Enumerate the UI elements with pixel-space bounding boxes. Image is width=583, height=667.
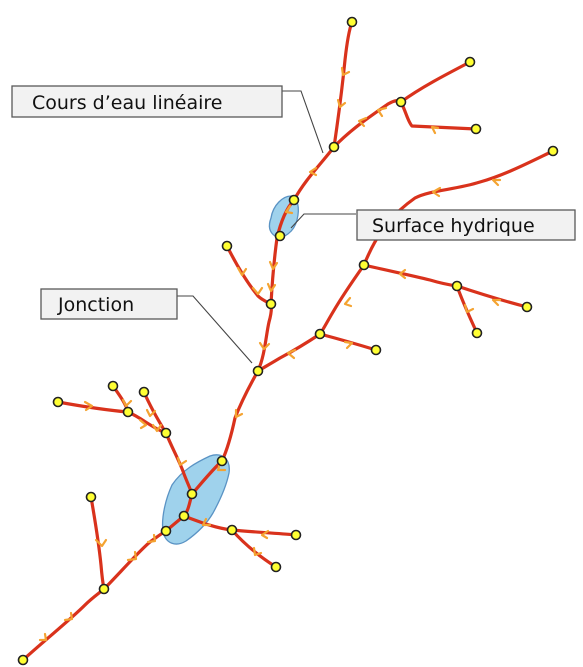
junction-node-icon bbox=[186, 488, 198, 500]
watercourse-right-long bbox=[362, 149, 555, 267]
junction-node-icon bbox=[346, 16, 358, 28]
flow-arrows bbox=[38, 66, 502, 642]
junction-node-icon bbox=[178, 510, 190, 522]
label-box bbox=[40, 288, 178, 320]
leader-lines bbox=[177, 90, 356, 364]
flow-arrow-icon bbox=[284, 204, 294, 215]
flow-arrow-icon bbox=[94, 538, 108, 548]
flow-arrow-icon bbox=[431, 186, 442, 198]
junction-node-icon bbox=[17, 654, 29, 666]
junction-node-icon bbox=[122, 406, 134, 418]
junction-node-icon bbox=[252, 365, 264, 377]
flow-arrow-icon bbox=[268, 260, 279, 271]
junction-node-icon bbox=[451, 280, 463, 292]
watercourse-upper-right bbox=[399, 100, 478, 131]
flow-arrow-icon bbox=[308, 166, 318, 177]
junction-node-icon bbox=[98, 583, 110, 595]
flow-arrow-icon bbox=[343, 296, 353, 308]
junction-node-icon bbox=[138, 386, 150, 398]
junction-node-icon bbox=[270, 561, 282, 573]
junction-node-icon bbox=[288, 194, 300, 206]
flow-arrow-icon bbox=[398, 268, 407, 280]
junction-node-icon bbox=[471, 327, 483, 339]
callout-water-surface: Surface hydrique bbox=[356, 209, 576, 241]
leader-water-surface bbox=[290, 213, 356, 229]
flow-arrow-icon bbox=[234, 408, 244, 419]
flow-arrow-icon bbox=[260, 529, 270, 540]
junction-node-icon bbox=[521, 301, 533, 313]
flow-arrow-icon bbox=[491, 178, 502, 187]
label-linear-watercourse: Cours d’eau linéaire bbox=[32, 92, 223, 114]
junction-node-icon bbox=[274, 230, 286, 242]
junction-node-icon bbox=[370, 344, 382, 356]
flow-arrow-icon bbox=[176, 456, 188, 467]
flow-arrow-icon bbox=[151, 423, 163, 433]
junction-node-icon bbox=[265, 298, 277, 310]
flow-arrow-icon bbox=[336, 98, 347, 109]
watercourses bbox=[21, 20, 555, 662]
flow-arrow-icon bbox=[126, 550, 138, 562]
junction-node-icon bbox=[328, 141, 340, 153]
junction-node-icon bbox=[547, 145, 559, 157]
flow-arrow-icon bbox=[376, 106, 388, 118]
watercourse-right-branch bbox=[362, 263, 529, 309]
leader-linear-watercourse bbox=[281, 90, 324, 154]
flow-arrow-icon bbox=[430, 125, 440, 135]
junction-node-icon bbox=[395, 96, 407, 108]
junction-node-icon bbox=[290, 529, 302, 541]
junction-node-icon bbox=[314, 328, 326, 340]
label-box bbox=[356, 209, 576, 241]
flow-arrow-icon bbox=[251, 286, 264, 296]
junction-node-icon bbox=[358, 259, 370, 271]
flow-arrow-icon bbox=[463, 303, 475, 314]
leader-junction bbox=[177, 295, 253, 364]
flow-arrow-icon bbox=[138, 418, 148, 430]
callout-junction: Jonction bbox=[40, 288, 178, 320]
flow-arrow-icon bbox=[258, 341, 271, 351]
flow-arrow-icon bbox=[201, 517, 212, 527]
flow-arrow-icon bbox=[343, 340, 354, 350]
flow-arrow-icon bbox=[145, 408, 157, 418]
label-junction: Jonction bbox=[57, 294, 134, 316]
junction-node-icon bbox=[470, 123, 482, 135]
flow-arrow-icon bbox=[38, 632, 48, 642]
watercourse-top bbox=[332, 20, 354, 149]
flow-arrow-icon bbox=[286, 348, 297, 360]
watercourse-main bbox=[21, 60, 472, 662]
label-box bbox=[11, 85, 283, 118]
flow-arrow-icon bbox=[340, 66, 351, 77]
flow-arrow-icon bbox=[146, 533, 157, 544]
flow-arrow-icon bbox=[83, 400, 94, 412]
junction-node-icon bbox=[216, 455, 228, 467]
junction-node-icon bbox=[221, 240, 233, 252]
flow-arrow-icon bbox=[121, 398, 133, 408]
junction-node-icon bbox=[464, 56, 476, 68]
junction-node-icon bbox=[85, 491, 97, 503]
flow-arrow-icon bbox=[63, 611, 74, 622]
watercourse-lower-left bbox=[89, 495, 106, 591]
watercourse-left-c bbox=[164, 431, 194, 496]
flow-arrow-icon bbox=[252, 546, 263, 557]
junction-node-icon bbox=[160, 525, 172, 537]
nodes bbox=[17, 16, 559, 666]
flow-arrow-icon bbox=[236, 266, 248, 277]
junction-node-icon bbox=[226, 524, 238, 536]
flow-arrow-icon bbox=[357, 116, 368, 128]
flow-arrow-icon bbox=[491, 298, 502, 307]
flow-arrow-icon bbox=[266, 282, 277, 293]
junction-node-icon bbox=[52, 396, 64, 408]
callout-linear-watercourse: Cours d’eau linéaire bbox=[11, 85, 283, 118]
junction-node-icon bbox=[107, 380, 119, 392]
junction-node-icon bbox=[160, 427, 172, 439]
label-water-surface: Surface hydrique bbox=[372, 215, 535, 237]
watercourse-left-upper bbox=[225, 244, 273, 306]
